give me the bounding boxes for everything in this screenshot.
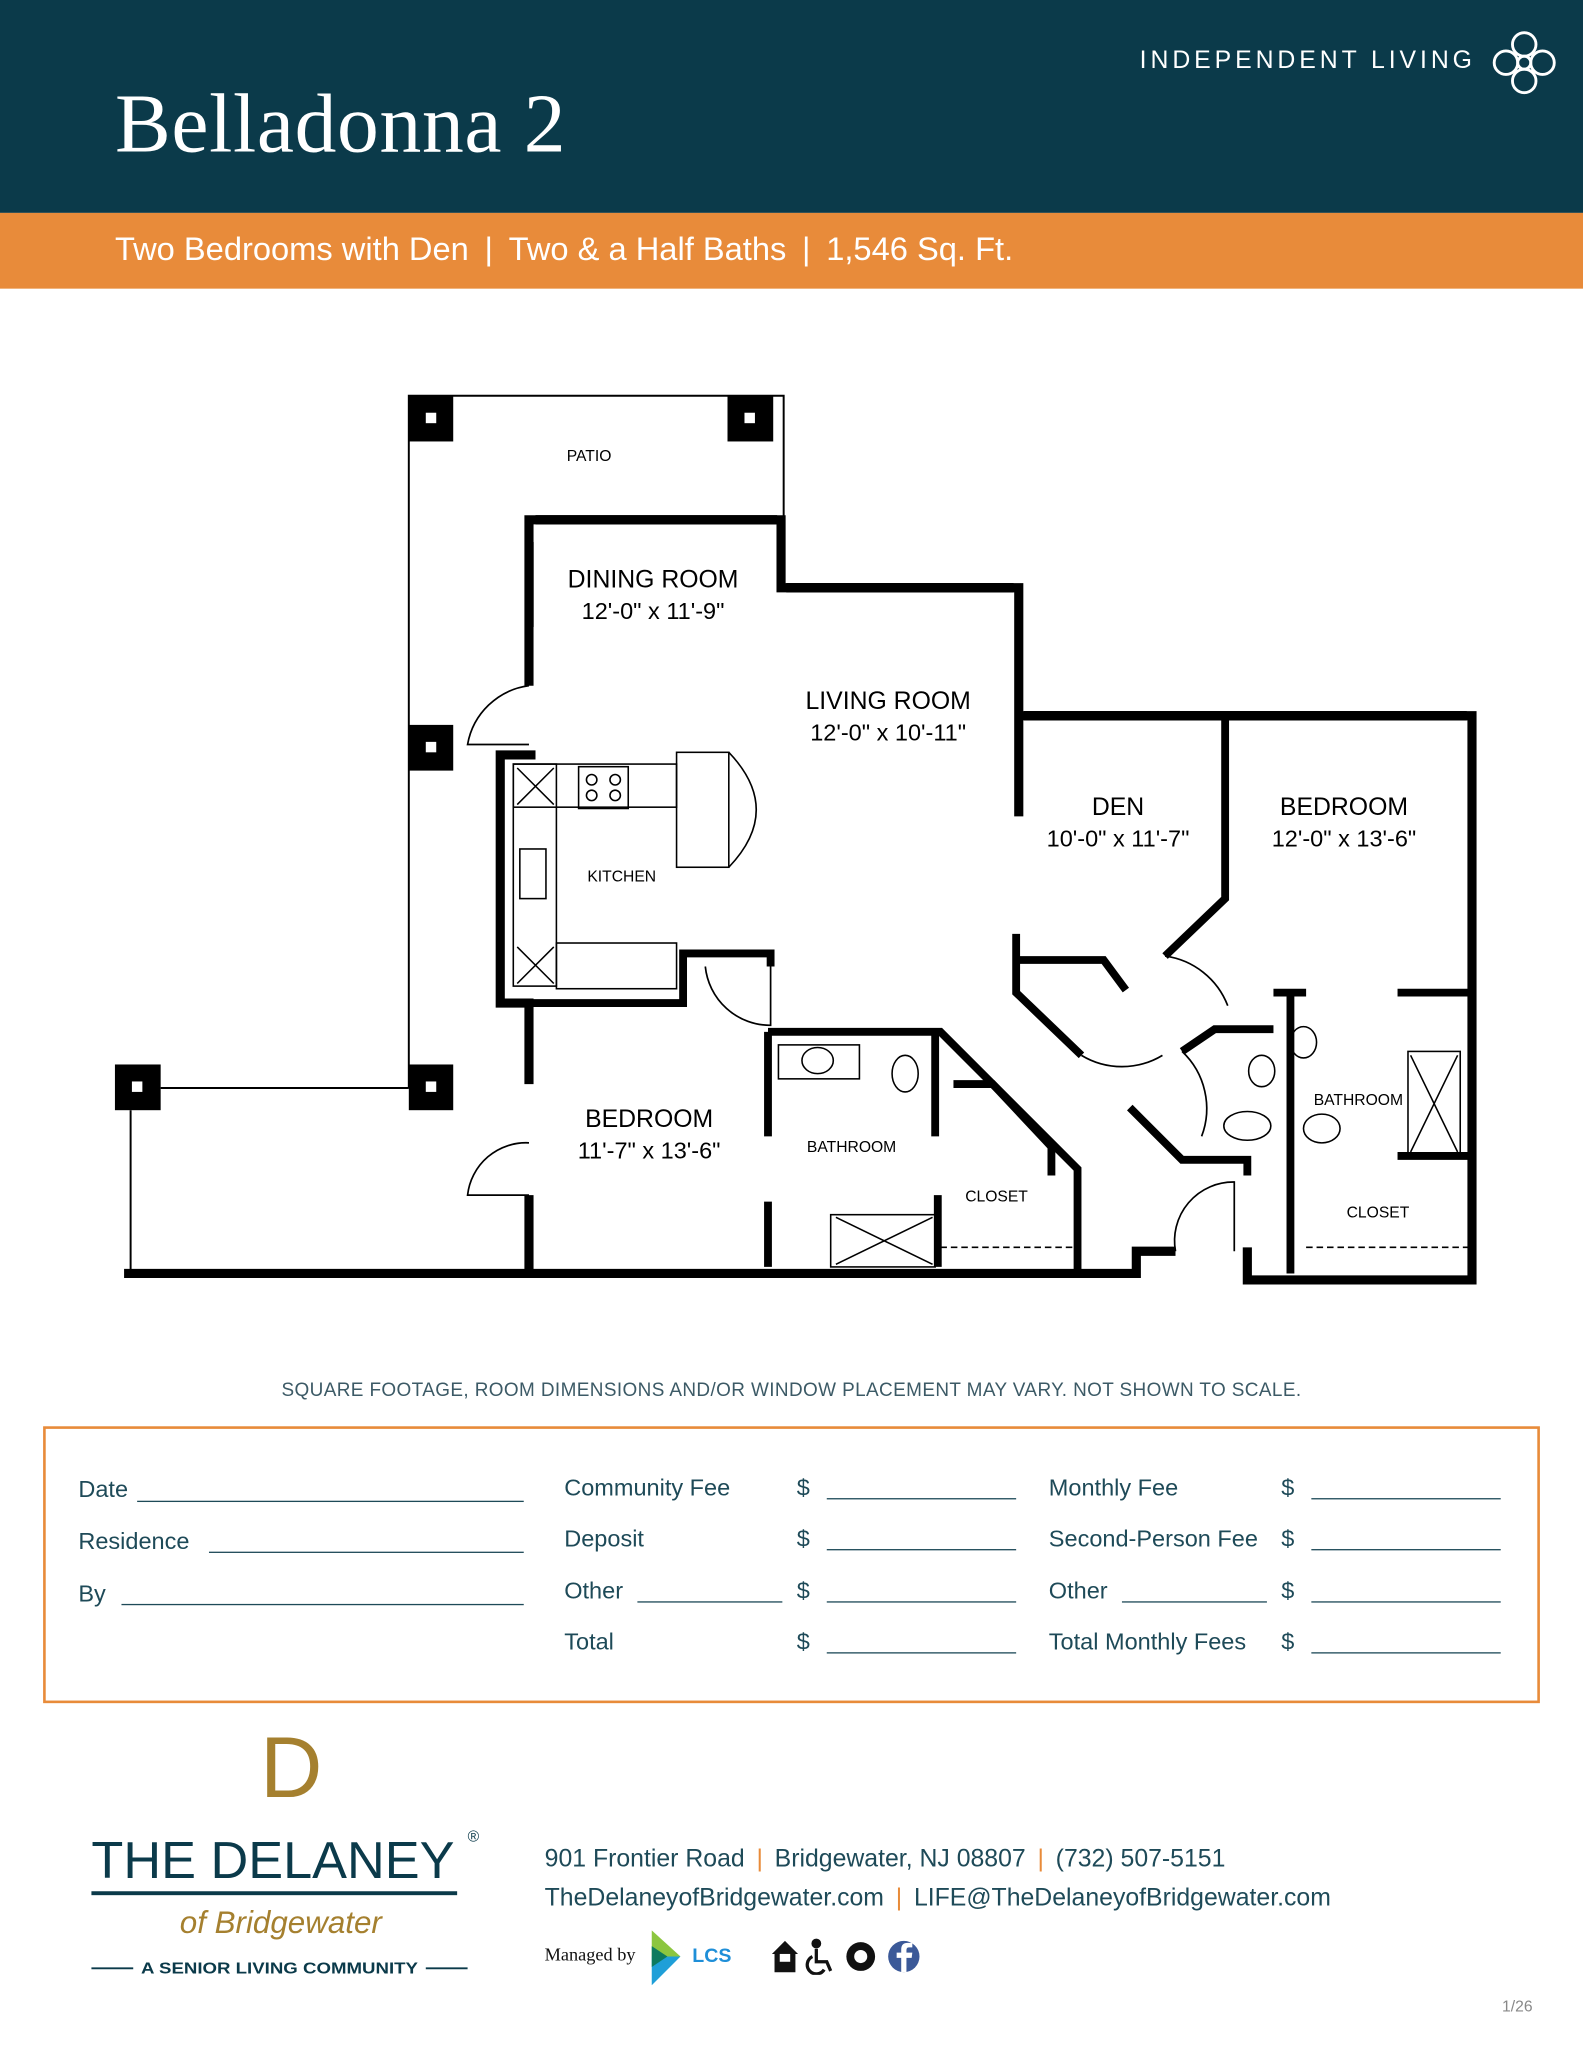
second-person-fee-field[interactable] <box>1311 1549 1501 1551</box>
currency-symbol: $ <box>796 1628 810 1655</box>
deposit-field[interactable] <box>826 1549 1017 1551</box>
other-amount-field[interactable] <box>826 1601 1017 1603</box>
living-room-label: LIVING ROOM <box>805 688 970 715</box>
bedroom-size: 11'-7" x 13'-6" <box>578 1138 721 1164</box>
exterior-walls <box>124 515 1477 1285</box>
area-text: 1,546 Sq. Ft. <box>826 231 1014 268</box>
bedroom-label: BEDROOM <box>585 1106 713 1133</box>
disclaimer: SQUARE FOOTAGE, ROOM DIMENSIONS AND/OR W… <box>281 1380 1302 1402</box>
den-size: 10'-0" x 11'-7" <box>1047 825 1190 851</box>
kitchen-fixtures <box>512 751 1470 1268</box>
lcs-logo-text: LCS <box>692 1944 732 1968</box>
subtitle-band <box>0 212 1583 289</box>
equal-housing-icon <box>771 1940 799 1973</box>
living-room-size: 12'-0" x 10'-11" <box>810 720 966 746</box>
other-description-field[interactable] <box>637 1601 783 1603</box>
lcs-logo-icon <box>651 1930 681 1986</box>
by-field[interactable] <box>121 1603 524 1606</box>
separator: | <box>484 231 493 268</box>
bathroom-label: BATHROOM <box>807 1139 896 1156</box>
total-monthly-fees-label: Total Monthly Fees <box>1048 1628 1247 1655</box>
logo-tagline: A SENIOR LIVING COMMUNITY <box>141 1961 419 1978</box>
date-label: Date <box>78 1475 129 1503</box>
currency-symbol: $ <box>796 1525 810 1552</box>
currency-symbol: $ <box>1281 1474 1295 1501</box>
delaney-logo: D THE DELANEY ® of Bridgewater A SENIOR … <box>91 1721 480 1978</box>
currency-symbol: $ <box>796 1474 810 1501</box>
kitchen-label: KITCHEN <box>587 869 656 886</box>
total-label: Total <box>564 1628 614 1655</box>
other-label: Other <box>564 1577 624 1604</box>
page-number: 1/26 <box>1502 1997 1533 2016</box>
date-field[interactable] <box>137 1500 524 1503</box>
registered-mark: ® <box>468 1829 480 1846</box>
other-monthly-description-field[interactable] <box>1121 1601 1267 1603</box>
contact-line-1: 901 Frontier Road|Bridgewater, NJ 08807|… <box>544 1845 1226 1873</box>
currency-symbol: $ <box>1281 1577 1295 1604</box>
windows <box>525 515 1467 721</box>
closet-label: CLOSET <box>965 1189 1028 1206</box>
phone-link[interactable]: (732) 507-5151 <box>1055 1845 1226 1873</box>
other-monthly-label: Other <box>1048 1577 1108 1604</box>
residence-label: Residence <box>78 1528 190 1555</box>
community-fee-field[interactable] <box>826 1498 1017 1500</box>
total-monthly-fees-field[interactable] <box>1311 1652 1501 1654</box>
total-field[interactable] <box>826 1652 1017 1654</box>
celtic-knot-icon <box>1492 31 1556 95</box>
currency-symbol: $ <box>796 1577 810 1604</box>
contact-line-2: TheDelaneyofBridgewater.com|LIFE@TheDela… <box>544 1884 1331 1913</box>
by-label: By <box>78 1580 106 1607</box>
wheelchair-accessible-icon <box>805 1938 833 1975</box>
deposit-label: Deposit <box>564 1525 644 1552</box>
bathroom-label: BATHROOM <box>1314 1092 1403 1109</box>
bedroom-label: BEDROOM <box>1280 794 1408 821</box>
seal-icon <box>846 1942 876 1971</box>
bedroom-size: 12'-0" x 13'-6" <box>1272 825 1417 851</box>
floor-plan: PATIO DINING ROOM 12'-0" x 11'-9" LIVING… <box>114 394 1477 1285</box>
pricing-form: Date Residence By Community Fee Deposit … <box>43 1426 1540 1704</box>
community-fee-label: Community Fee <box>564 1474 731 1501</box>
address: 901 Frontier Road <box>544 1845 745 1873</box>
page-title: Belladonna 2 <box>114 77 567 170</box>
closet-label: CLOSET <box>1347 1204 1410 1221</box>
bedrooms-text: Two Bedrooms with Den <box>114 231 469 268</box>
facebook-icon <box>888 1940 920 1973</box>
baths-text: Two & a Half Baths <box>508 231 787 268</box>
patio-label: PATIO <box>567 448 612 465</box>
currency-symbol: $ <box>1281 1525 1295 1552</box>
unit-summary: Two Bedrooms with Den | Two & a Half Baths… <box>115 231 1013 269</box>
doors <box>466 684 1236 1252</box>
category-label: INDEPENDENT LIVING <box>1139 47 1476 75</box>
other-monthly-amount-field[interactable] <box>1311 1601 1501 1603</box>
monthly-fee-label: Monthly Fee <box>1048 1474 1179 1501</box>
residence-field[interactable] <box>208 1551 524 1553</box>
managed-by-label: Managed by <box>544 1946 636 1966</box>
den-label: DEN <box>1092 794 1144 821</box>
currency-symbol: $ <box>1281 1628 1295 1655</box>
logo-location: of Bridgewater <box>180 1905 384 1940</box>
header-banner <box>0 0 1583 213</box>
logo-mark: D <box>260 1721 322 1816</box>
email-link[interactable]: LIFE@TheDelaneyofBridgewater.com <box>913 1884 1331 1913</box>
dining-room-label: DINING ROOM <box>568 567 739 594</box>
second-person-fee-label: Second-Person Fee <box>1048 1525 1258 1552</box>
monthly-fee-field[interactable] <box>1311 1498 1501 1500</box>
separator: | <box>802 231 811 268</box>
website-link[interactable]: TheDelaneyofBridgewater.com <box>544 1884 884 1913</box>
logo-name: THE DELANEY <box>91 1832 454 1890</box>
dining-room-size: 12'-0" x 11'-9" <box>582 598 725 624</box>
city: Bridgewater, NJ 08807 <box>774 1845 1026 1873</box>
